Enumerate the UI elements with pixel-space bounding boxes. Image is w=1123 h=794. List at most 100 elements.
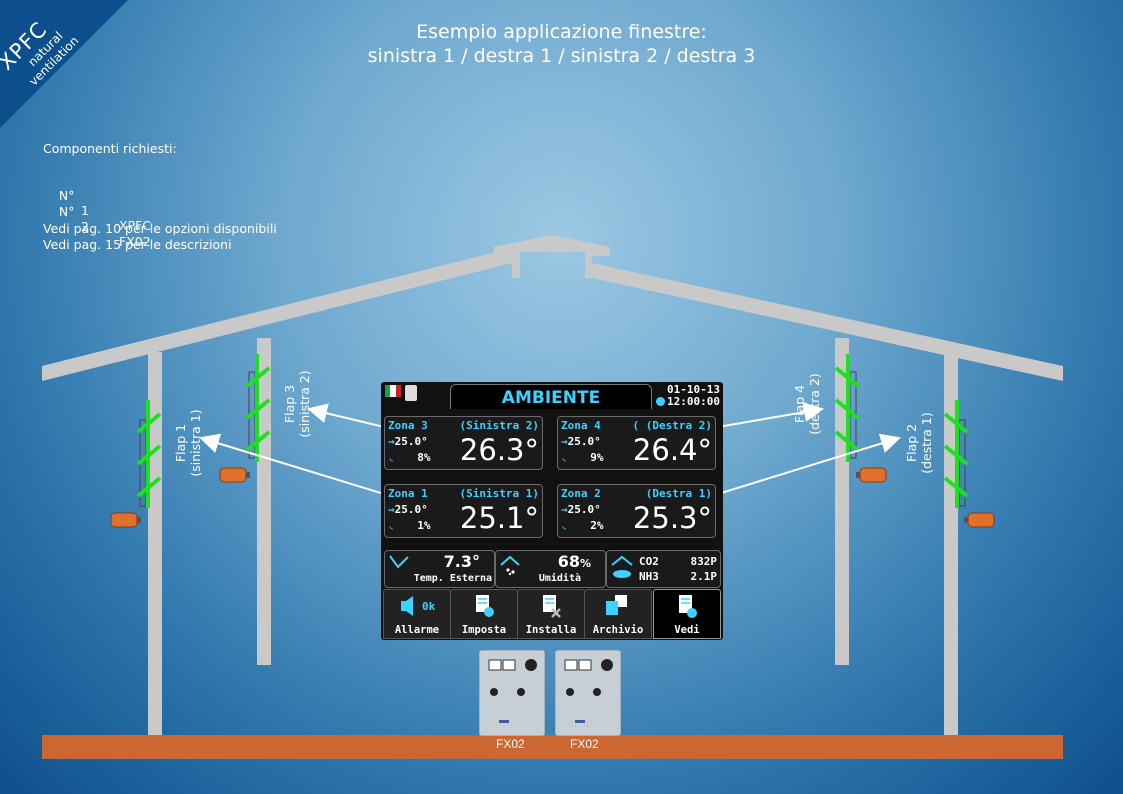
zone-setpoint: 25.0° (394, 503, 428, 516)
flap-label-line: (sinistra 2) (297, 370, 312, 438)
motor-icon (219, 467, 250, 483)
flap-label-line: (sinistra 1) (188, 409, 203, 477)
zone-side: (Sinistra 1) (459, 487, 539, 500)
fx02-label-right: FX02 (570, 737, 599, 751)
zone-setpoint: 25.0° (567, 503, 601, 516)
zone-opening: 9% (590, 451, 604, 464)
flap-label-line: Flap 3 (282, 384, 297, 424)
zone-temperature: 25.3° (632, 501, 712, 535)
install-button[interactable]: Installa (517, 589, 585, 639)
speaker-icon (401, 596, 413, 616)
document-gear-icon (476, 595, 494, 617)
install-label: Installa (525, 624, 577, 636)
component-no: N° (58, 188, 75, 203)
flap-4-label: Flap 4 (destra 2) (792, 359, 822, 449)
window-opening-icon: ◟ (561, 451, 568, 464)
zone-temperature: 26.3° (459, 433, 539, 467)
component-no: N° (58, 204, 75, 219)
window-opening-icon: ◟ (388, 519, 395, 532)
date-text: 01-10-13 (667, 383, 720, 396)
screen-title: AMBIENTE (450, 384, 652, 409)
humidity-value: 68% (558, 552, 591, 571)
flap-1-label: Flap 1 (sinistra 1) (173, 398, 203, 488)
flap-label-line: (destra 2) (807, 373, 822, 435)
zone-name: Zona 4 (561, 419, 601, 432)
page-title: Esempio applicazione finestre: sinistra … (0, 20, 1123, 68)
pillar-inner-right (835, 338, 849, 665)
zone-1-card[interactable]: Zona 1(Sinistra 1) →25.0° ◟ 1% 25.1° (384, 484, 543, 538)
archive-icon (606, 595, 627, 615)
nh3-value: 2.1P (690, 570, 718, 583)
alarm-label: Allarme (394, 624, 440, 636)
component-name: XPFC (119, 218, 152, 233)
zone-side: (Sinistra 2) (459, 419, 539, 432)
zone-3-card[interactable]: Zona 3 (Sinistra 2) →25.0° ◟ 8% 26.3° (384, 416, 543, 470)
document-tools-icon (543, 595, 561, 618)
settings-button[interactable]: Imposta (450, 589, 518, 639)
flap-2-label: Flap 2 (destra 1) (904, 398, 934, 488)
external-temp-icon (389, 555, 409, 569)
zone-opening: 1% (417, 519, 431, 532)
component-row: N° 1 XPFC (43, 173, 277, 233)
zone-name: Zona 3 (388, 419, 428, 432)
flap-3-label: Flap 3 (sinistra 2) (282, 359, 312, 449)
fx02-cabinet-left (479, 650, 545, 736)
gas-icon (611, 555, 633, 578)
motor-icon (110, 512, 141, 528)
zone-side: ( (Destra 2) (632, 419, 712, 432)
flap-label-line: Flap 2 (904, 423, 919, 463)
roof-right (592, 263, 1063, 381)
zone-opening: 2% (590, 519, 604, 532)
zone-temperature: 25.1° (459, 501, 539, 535)
zone-opening: 8% (417, 451, 431, 464)
gas-panel[interactable]: CO2 832P NH3 2.1P (606, 550, 721, 588)
external-temp-label: Temp. Esterna (413, 573, 492, 584)
settings-label: Imposta (461, 624, 507, 636)
arrow-zone3-flap3 (307, 403, 385, 428)
fx02-label-left: FX02 (496, 737, 525, 751)
brand-corner (0, 0, 128, 128)
ridge-vent (494, 235, 610, 278)
pillar-outer-left (148, 352, 162, 737)
co2-value: 832P (690, 555, 718, 568)
arrow-zone2-flap2 (717, 433, 901, 495)
setpoint-arrow-icon: → (388, 503, 395, 516)
components-heading: Componenti richiesti: (43, 141, 177, 156)
floor (42, 735, 1063, 759)
usb-icon (405, 385, 417, 401)
archive-button[interactable]: Archivio (584, 589, 652, 639)
time-text: 12:00:00 (667, 395, 720, 408)
view-document-icon (679, 595, 697, 618)
humidity-panel[interactable]: 68% Umidità (495, 550, 606, 588)
humidity-icon (500, 555, 520, 576)
arrow-zone4-flap4 (717, 402, 824, 428)
arrow-zone1-flap1 (199, 433, 385, 495)
zone-setpoint: 25.0° (567, 435, 601, 448)
zone-4-card[interactable]: Zona 4 ( (Destra 2) →25.0° ◟ 9% 26.4° (557, 416, 716, 470)
motor-icon (964, 512, 995, 528)
language-flag-icon[interactable] (385, 385, 401, 397)
archive-label: Archivio (592, 624, 644, 636)
external-temp-panel[interactable]: 7.3° Temp. Esterna (384, 550, 495, 588)
setpoint-arrow-icon: → (388, 435, 395, 448)
flap-3-louvers (245, 354, 271, 462)
nh3-label: NH3 (639, 570, 659, 583)
zone-temperature: 26.4° (632, 433, 712, 467)
setpoint-arrow-icon: → (561, 435, 568, 448)
xpfc-controller-screen: AMBIENTE 01-10-13 12:00:00 Zona 3 (Sinist… (381, 382, 723, 640)
flap-label-line: Flap 1 (173, 423, 188, 463)
flap-2-louvers (943, 400, 969, 508)
humidity-unit: % (579, 557, 591, 570)
component-qty: 1 (81, 203, 89, 218)
title-line2: sinistra 1 / destra 1 / sinistra 2 / des… (367, 45, 756, 67)
component-row: N° 2 FX02 (43, 189, 277, 249)
alarm-button[interactable]: 0k Allarme (383, 589, 451, 639)
alarm-badge: 0k (422, 600, 436, 613)
view-button[interactable]: Vedi (653, 589, 721, 639)
flap-1-louvers (136, 400, 162, 508)
zone-2-card[interactable]: Zona 2(Destra 1) →25.0° ◟ 2% 25.3° (557, 484, 716, 538)
zone-setpoint: 25.0° (394, 435, 428, 448)
window-opening-icon: ◟ (388, 451, 395, 464)
zone-name: Zona 2 (561, 487, 601, 500)
humidity-label: Umidità (538, 573, 581, 584)
